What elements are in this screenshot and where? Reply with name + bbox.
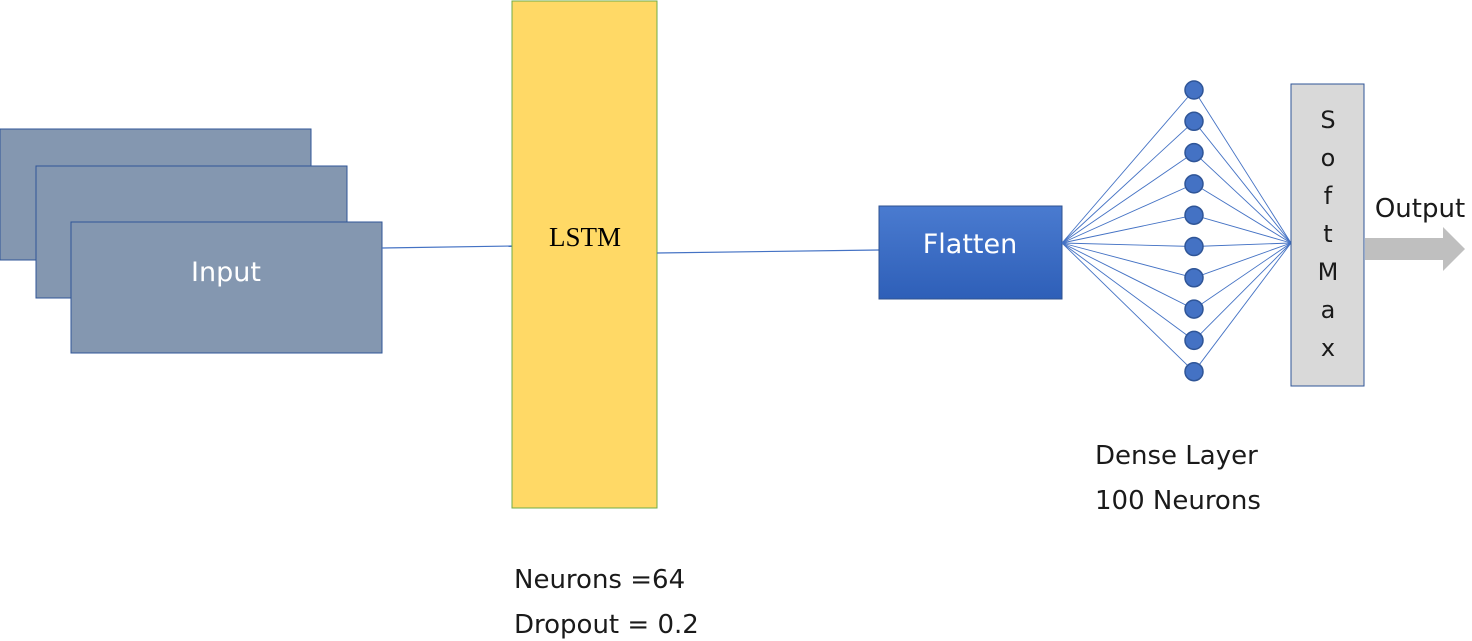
dense-neuron (1184, 80, 1204, 100)
dense-input-edge (1061, 242, 1195, 247)
dense-neuron (1184, 330, 1204, 351)
lstm-neurons-caption: Neurons =64 (514, 565, 685, 595)
flatten-label: Flatten (923, 229, 1017, 260)
softmax-letter: M (1318, 258, 1339, 286)
softmax-letter: t (1323, 220, 1332, 248)
dense-input-edge (1061, 242, 1195, 279)
input-label: Input (191, 257, 261, 288)
lstm-block: LSTM (511, 0, 658, 509)
connector-lstm-flatten (656, 249, 880, 254)
dense-output-edge (1193, 152, 1292, 244)
dense-neurons-caption: 100 Neurons (1095, 486, 1261, 516)
dense-layer-caption: Dense Layer (1095, 441, 1258, 471)
dense-output-edge (1193, 242, 1292, 279)
dense-output-edge (1193, 242, 1292, 247)
dense-neuron (1184, 299, 1204, 319)
dense-input-edge (1061, 242, 1195, 310)
output-arrow (1365, 227, 1465, 271)
softmax-letter: a (1321, 296, 1336, 324)
softmax-letter: f (1324, 182, 1333, 210)
lstm-label: LSTM (549, 222, 621, 252)
dense-input-edge (1061, 242, 1195, 341)
dense-output-edge (1193, 183, 1292, 244)
dense-output-edge (1193, 242, 1292, 310)
flatten-rect (878, 205, 1063, 300)
dense-output-edge (1193, 214, 1292, 244)
dense-input-edge (1061, 89, 1195, 244)
dense-input-edge (1061, 214, 1195, 244)
dense-output-edge (1193, 89, 1292, 244)
dense-neuron (1184, 205, 1204, 225)
dense-neuron (1184, 111, 1204, 132)
dense-fan-lines (1061, 89, 1292, 373)
dense-input-edge (1061, 183, 1195, 244)
dense-output-edge (1193, 242, 1292, 341)
dense-input-edge (1061, 242, 1195, 373)
dense-input-edge (1061, 120, 1195, 244)
flatten-block: Flatten (878, 205, 1063, 300)
softmax-rect (1290, 83, 1365, 387)
input-stack: Input (0, 128, 383, 354)
dense-neuron (1184, 174, 1204, 194)
dense-output-edge (1193, 242, 1292, 372)
input-card-front (70, 221, 383, 354)
connector-input-lstm (381, 245, 513, 249)
dense-neuron (1184, 361, 1204, 382)
dense-output-edge (1193, 121, 1292, 244)
dense-neuron (1184, 268, 1204, 288)
dense-input-edge (1061, 152, 1195, 244)
dense-neurons (1184, 80, 1204, 382)
softmax-letter: o (1321, 144, 1336, 172)
dense-neuron (1184, 142, 1204, 163)
lstm-dropout-caption: Dropout = 0.2 (514, 610, 699, 640)
softmax-letter: S (1320, 106, 1335, 134)
dense-neuron (1184, 236, 1204, 257)
lstm-rect (511, 0, 658, 509)
output-arrow-shape (1365, 227, 1465, 271)
softmax-letter: x (1321, 334, 1335, 362)
output-label: Output (1375, 194, 1465, 224)
